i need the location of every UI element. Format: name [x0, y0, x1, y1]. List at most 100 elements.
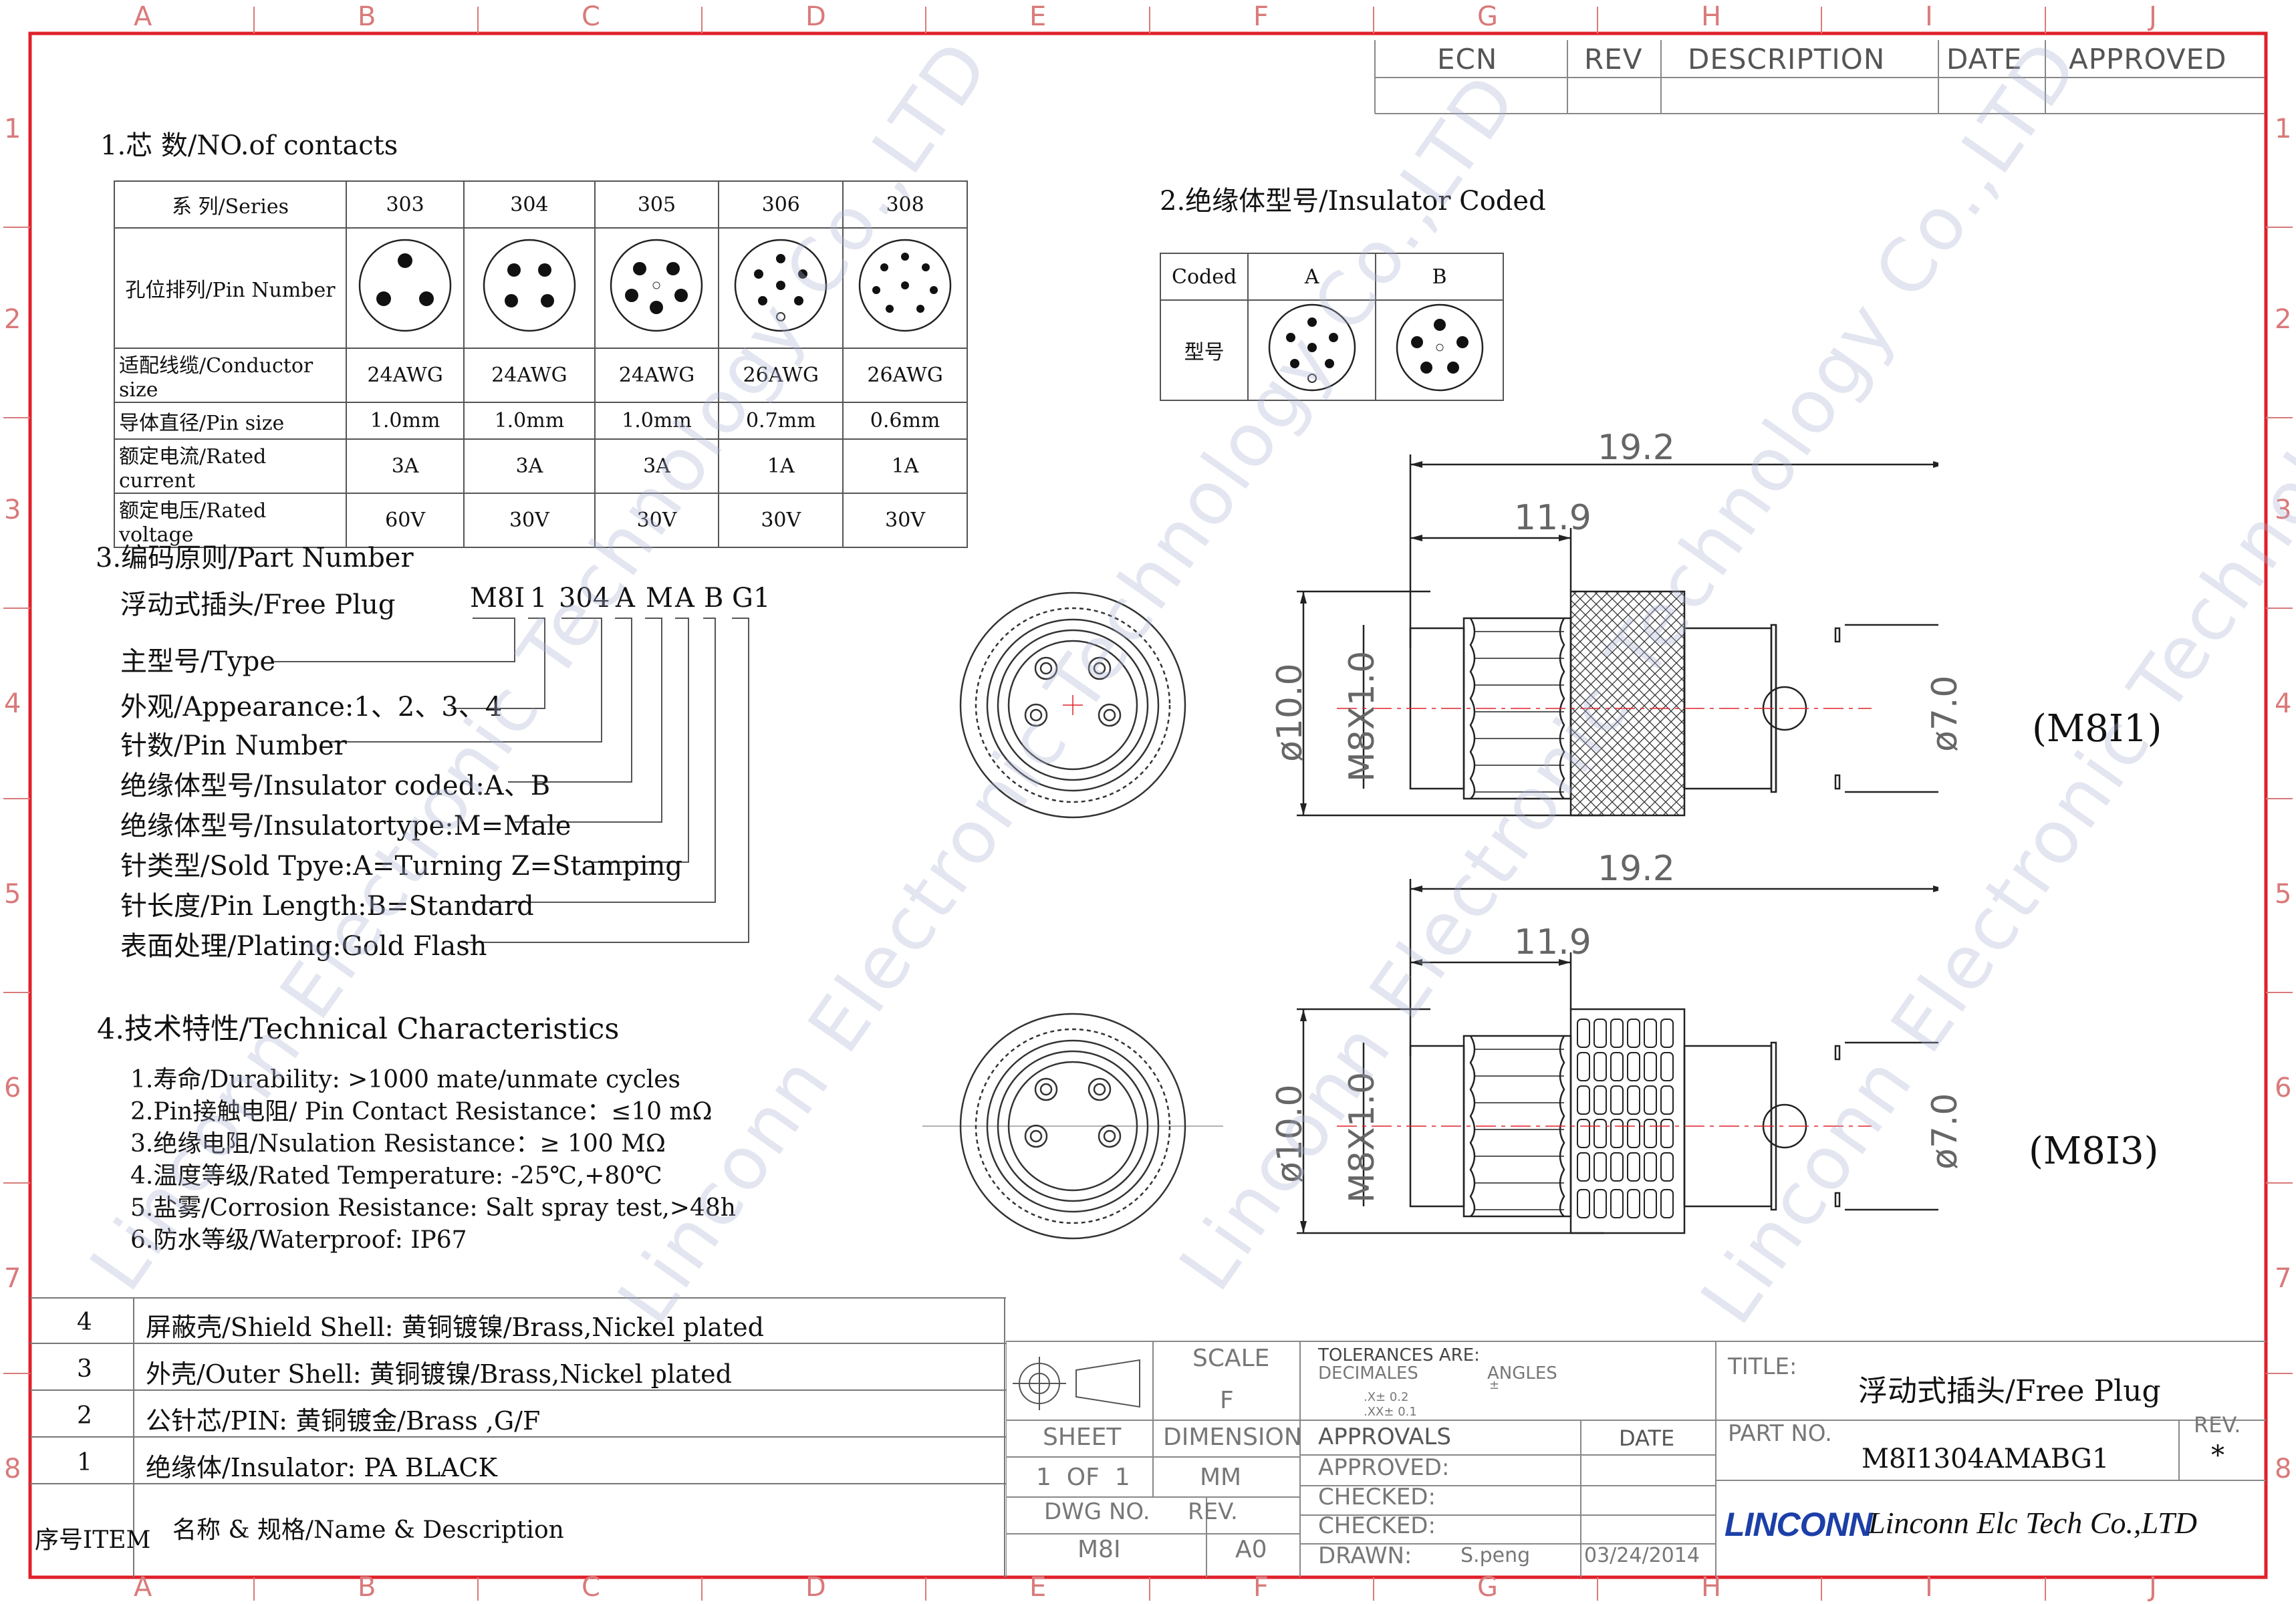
section4-title: 4.技术特性/Technical Characteristics: [97, 1013, 620, 1046]
rated-current-304: 3A: [463, 438, 596, 494]
zone-col-h-bottom: H: [1701, 1572, 1722, 1603]
zone-row-6-right: 6: [2275, 1073, 2292, 1103]
bom-item-no-3: 3: [77, 1355, 92, 1383]
zone-row-7: 7: [4, 1263, 21, 1294]
dim-outer-dia-bottom: ø10.0: [1270, 1084, 1310, 1183]
series-303: 303: [346, 180, 465, 229]
dwg-no-value: M8I: [1077, 1536, 1121, 1563]
zone-col-f: F: [1253, 1, 1269, 32]
free-plug-label: 浮动式插头/Free Plug: [120, 589, 396, 620]
sheet-value: 1 OF 1: [1036, 1464, 1130, 1491]
dim-cable-dia-bottom: ø7.0: [1925, 1093, 1965, 1170]
zone-row-6: 6: [4, 1073, 21, 1103]
bom-table-lines: [30, 1297, 1006, 1577]
rated-voltage-303: 60V: [346, 493, 465, 548]
legend-insulator-coded: 绝缘体型号/Insulator coded:A、B: [120, 771, 551, 801]
rated-voltage-304: 30V: [463, 493, 596, 548]
insulator-coded-table: Coded A B 型号: [1159, 253, 1504, 401]
zone-col-a-bottom: A: [134, 1572, 152, 1603]
pin-size-305: 1.0mm: [594, 402, 720, 440]
pin-size-308: 0.6mm: [842, 402, 968, 440]
series-304: 304: [463, 180, 596, 229]
rated-current-306: 1A: [718, 438, 844, 494]
code-part-pin-length: B: [704, 583, 724, 614]
code-part-insulator: A: [616, 583, 635, 614]
pin-diagram-306: [718, 227, 844, 349]
legend-appearance: 外观/Appearance:1、2、3、4: [120, 692, 503, 722]
rev2-value: *: [2211, 1440, 2224, 1471]
zone-col-h: H: [1701, 1, 1722, 32]
tech-item-contact-resistance: 2.Pin接触电阻/ Pin Contact Resistance：≤10 mΩ: [130, 1098, 713, 1125]
sheet-label: SHEET: [1043, 1424, 1122, 1451]
zone-row-4: 4: [4, 688, 21, 719]
model-label-bottom: (M8I3): [2029, 1129, 2159, 1173]
pin-size-306: 0.7mm: [718, 402, 844, 440]
zone-col-j: J: [2149, 1, 2157, 32]
bom-item-desc-2: 公针芯/PIN: 黄铜镀金/Brass ,G/F: [146, 1406, 541, 1436]
model-label-top: (M8I1): [2032, 707, 2162, 751]
bom-item-no-1: 1: [77, 1449, 92, 1476]
dim-overall-bottom: 19.2: [1598, 849, 1675, 889]
rated-current-308: 1A: [842, 438, 968, 494]
bom-item-desc-3: 外壳/Outer Shell: 黄铜镀镍/Brass,Nickel plated: [146, 1359, 732, 1389]
zone-row-8: 8: [4, 1454, 21, 1484]
zone-col-b-bottom: B: [358, 1572, 376, 1603]
section1-title: 1.芯 数/NO.of contacts: [100, 130, 398, 161]
insulator-a-diagram: [1247, 299, 1377, 401]
front-view-bottom: [922, 1013, 1223, 1240]
pin-number-label: 孔位排列/Pin Number: [113, 227, 348, 349]
part-number-leaders: [274, 618, 749, 943]
zone-col-c: C: [582, 1, 600, 32]
drawn-by: S.peng: [1460, 1544, 1531, 1567]
legend-type: 主型号/Type: [120, 646, 276, 677]
zone-row-7-right: 7: [2275, 1263, 2292, 1294]
dim-overall-top: 19.2: [1598, 428, 1675, 468]
insulator-b-diagram: [1375, 299, 1504, 401]
conductor-size-303: 24AWG: [346, 348, 465, 403]
section2-title: 2.绝缘体型号/Insulator Coded: [1160, 186, 1546, 217]
zone-col-j-bottom: J: [2149, 1572, 2157, 1603]
scale-value: F: [1220, 1387, 1234, 1414]
bom-item-desc-4: 屏蔽壳/Shield Shell: 黄铜镀镍/Brass,Nickel plat…: [146, 1313, 764, 1342]
legend-pin-number: 针数/Pin Number: [120, 730, 347, 761]
title-block-lines: [1006, 1341, 2266, 1577]
rev-label: REV.: [1188, 1498, 1238, 1525]
code-part-plating: G1: [732, 583, 771, 614]
zone-row-3-right: 3: [2275, 495, 2292, 525]
rated-current-303: 3A: [346, 438, 465, 494]
zone-col-c-bottom: C: [582, 1572, 600, 1603]
code-b: B: [1375, 253, 1504, 301]
rated-current-label: 额定电流/Rated current: [113, 438, 348, 494]
pin-diagram-303: [346, 227, 465, 349]
dim-thread-len-top: 11.9: [1514, 498, 1591, 538]
zone-row-5: 5: [4, 879, 21, 910]
legend-pin-type: 针类型/Sold Tpye:A=Turning Z=Stamping: [120, 851, 683, 882]
contacts-table: 系 列/Series 303 304 305 306 308 孔位排列/Pin …: [113, 180, 968, 548]
zone-row-2-right: 2: [2275, 304, 2292, 335]
part-no-value: M8I1304AMABG1: [1862, 1444, 2110, 1474]
coded-label: Coded: [1159, 253, 1249, 301]
zone-row-4-right: 4: [2275, 688, 2292, 719]
section3-title: 3.编码原则/Part Number: [96, 543, 414, 573]
conductor-size-306: 26AWG: [718, 348, 844, 403]
series-306: 306: [718, 180, 844, 229]
zone-row-2: 2: [4, 304, 21, 335]
conductor-size-308: 26AWG: [842, 348, 968, 403]
pin-size-label: 导体直径/Pin size: [113, 402, 348, 440]
dim-thread-len-bottom: 11.9: [1514, 922, 1591, 962]
bom-item-no-2: 2: [77, 1402, 92, 1430]
zone-col-f-bottom: F: [1253, 1572, 1269, 1603]
dim-cable-dia-top: ø7.0: [1925, 675, 1965, 752]
decimales-label: DECIMALES: [1318, 1363, 1418, 1383]
rev-header-rev: REV: [1584, 43, 1643, 76]
rated-voltage-label: 额定电压/Rated voltage: [113, 493, 348, 548]
pin-diagram-304: [463, 227, 596, 349]
code-part-appearance: 1: [530, 583, 547, 614]
conductor-size-304: 24AWG: [463, 348, 596, 403]
code-part-pin-type: A: [675, 583, 694, 614]
bom-header-desc: 名称 & 规格/Name & Description: [172, 1516, 564, 1544]
pin-diagram-305: [594, 227, 720, 349]
legend-insulator-type: 绝缘体型号/Insulatortype:M=Male: [120, 811, 571, 841]
drawn-label: DRAWN:: [1318, 1543, 1412, 1569]
